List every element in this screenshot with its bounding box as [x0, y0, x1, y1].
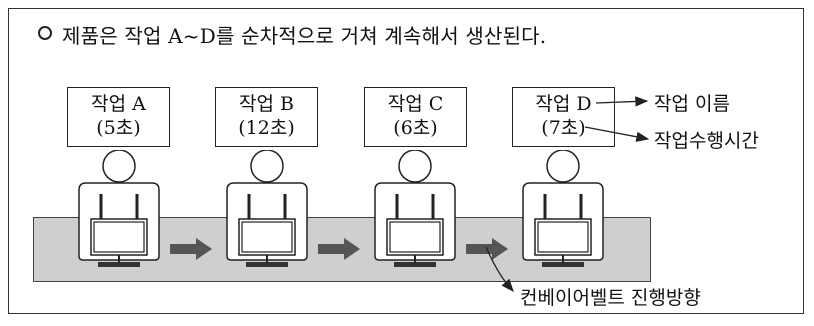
worker-d-icon: [522, 150, 604, 267]
task-name: 작업 A: [91, 93, 146, 115]
task-box-d: 작업 D (7초): [512, 87, 615, 147]
task-name: 작업 C: [387, 93, 444, 115]
task-time: (5초): [96, 117, 141, 139]
worker-c-icon: [374, 150, 456, 267]
belt-direction-label: 컨베이어벨트 진행방향: [520, 287, 701, 309]
worker-b-icon: [226, 150, 308, 267]
task-time: (6초): [393, 117, 438, 139]
flow-arrow-icon: [170, 238, 212, 260]
task-time-label: 작업수행시간: [654, 130, 759, 152]
task-name: 작업 D: [535, 93, 592, 115]
flow-arrow-icon: [466, 238, 508, 260]
worker-a-icon: [78, 150, 160, 267]
task-box-b: 작업 B (12초): [215, 87, 318, 147]
bullet-circle-icon: [38, 26, 52, 40]
flow-arrow-icon: [318, 238, 360, 260]
task-box-a: 작업 A (5초): [67, 87, 170, 147]
problem-statement: 제품은 작업 A~D를 순차적으로 거쳐 계속해서 생산된다.: [62, 24, 547, 48]
task-time: (12초): [238, 117, 295, 139]
task-name: 작업 B: [239, 93, 294, 115]
task-name-label: 작업 이름: [654, 93, 730, 115]
content-frame: [8, 8, 804, 314]
task-time: (7초): [541, 117, 586, 139]
task-box-c: 작업 C (6초): [364, 87, 467, 147]
